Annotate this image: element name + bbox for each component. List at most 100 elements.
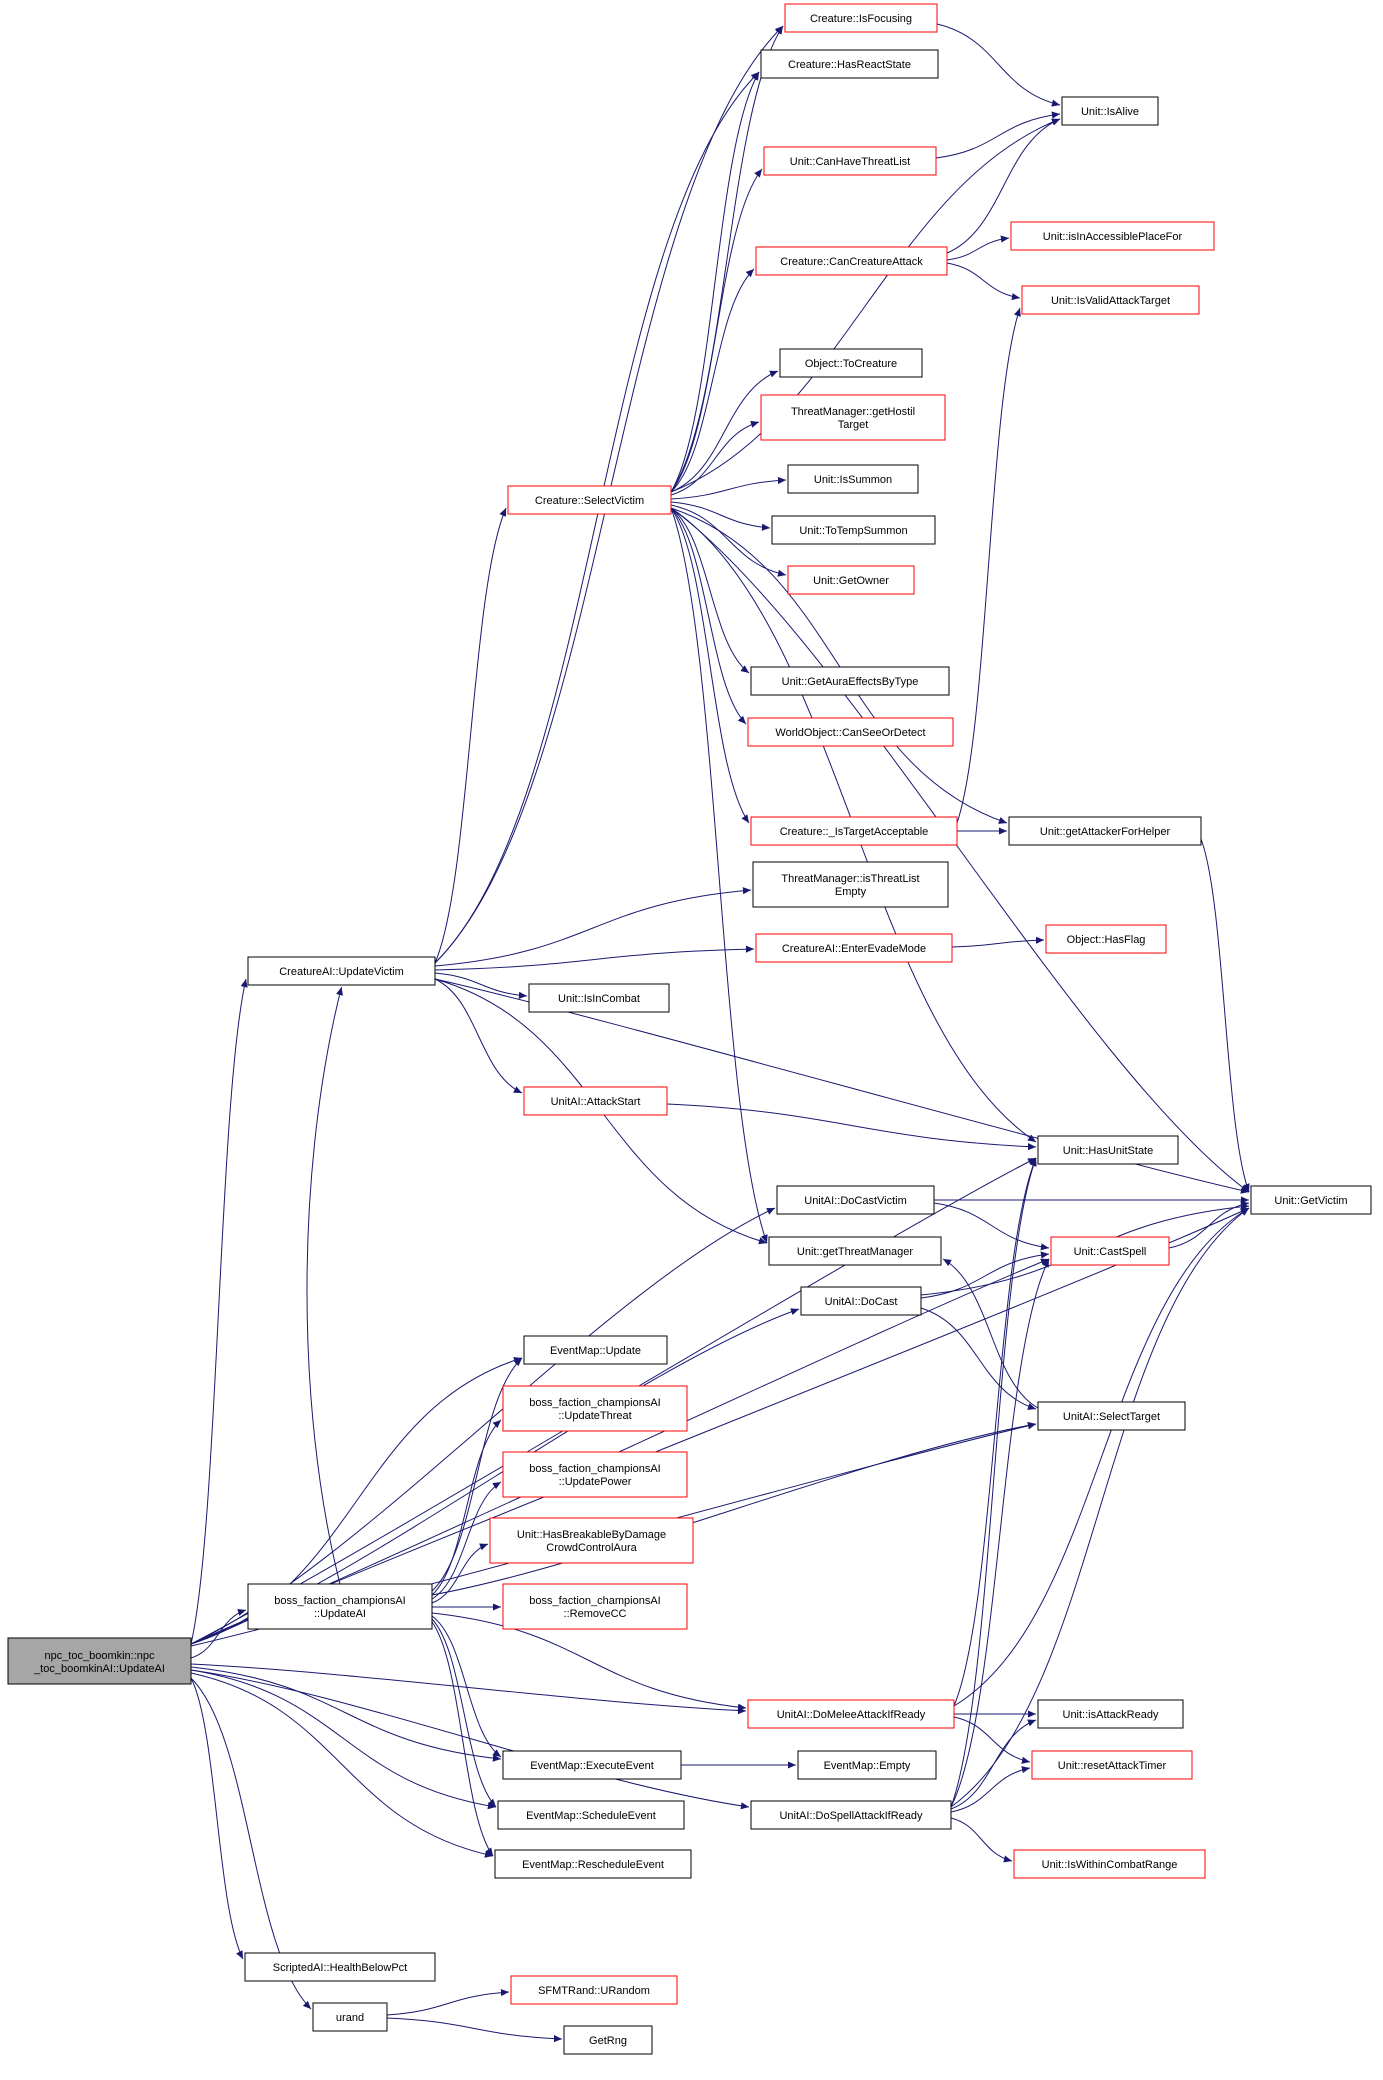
node-schedule_event[interactable]: EventMap::ScheduleEvent	[497, 1800, 685, 1830]
node-boss_update_ai[interactable]: boss_faction_championsAI::UpdateAI	[247, 1583, 433, 1630]
node-event_empty[interactable]: EventMap::Empty	[797, 1750, 937, 1780]
node-is_within_combat_range[interactable]: Unit::IsWithinCombatRange	[1013, 1849, 1206, 1879]
node-cast_spell[interactable]: Unit::CastSpell	[1050, 1236, 1170, 1266]
edge-root--execute_event	[190, 1666, 502, 1762]
node-do_spell_attack_if_ready[interactable]: UnitAI::DoSpellAttackIfReady	[750, 1800, 952, 1830]
node-is_target_acceptable[interactable]: Creature::_IsTargetAcceptable	[750, 816, 958, 846]
edge-update_victim--has_react_state	[434, 71, 760, 964]
node-get_threat_manager[interactable]: Unit::getThreatManager	[768, 1236, 942, 1266]
edge-can_creature_attack--is_in_accessible_place_for	[946, 235, 1010, 261]
edge-root--reschedule_event	[190, 1672, 494, 1858]
node-box	[787, 464, 919, 494]
edge-do_cast--select_target	[920, 1307, 1037, 1410]
node-update_threat[interactable]: boss_faction_championsAI::UpdateThreat	[502, 1385, 688, 1432]
node-enter_evade_mode[interactable]: CreatureAI::EnterEvadeMode	[755, 933, 953, 963]
node-reset_attack_timer[interactable]: Unit::resetAttackTimer	[1031, 1750, 1193, 1780]
node-label: EventMap::ScheduleEvent	[526, 1810, 656, 1822]
node-is_in_accessible_place_for[interactable]: Unit::isInAccessiblePlaceFor	[1010, 221, 1215, 251]
node-do_cast_victim[interactable]: UnitAI::DoCastVictim	[776, 1185, 935, 1215]
node-label: ScriptedAI::HealthBelowPct	[273, 1962, 408, 1974]
edge-update_victim--get_victim	[434, 978, 1250, 1194]
node-get_victim[interactable]: Unit::GetVictim	[1250, 1185, 1372, 1215]
edge-update_victim--enter_evade_mode	[434, 945, 755, 971]
node-box	[1250, 1185, 1372, 1215]
node-is_summon[interactable]: Unit::IsSummon	[787, 464, 919, 494]
node-label: CreatureAI::EnterEvadeMode	[782, 943, 926, 955]
node-label: Unit::CastSpell	[1074, 1246, 1147, 1258]
node-box	[750, 666, 950, 696]
node-to_temp_summon[interactable]: Unit::ToTempSummon	[771, 515, 936, 545]
node-update_power[interactable]: boss_faction_championsAI::UpdatePower	[502, 1451, 688, 1498]
node-box	[247, 1583, 433, 1630]
node-label: Unit::getAttackerForHelper	[1040, 826, 1171, 838]
node-do_melee_attack_if_ready[interactable]: UnitAI::DoMeleeAttackIfReady	[747, 1699, 955, 1729]
node-urand[interactable]: urand	[312, 2002, 388, 2032]
edge-is_focusing--is_alive	[936, 23, 1061, 107]
node-box	[510, 1975, 678, 2005]
node-label: Object::HasFlag	[1067, 934, 1146, 946]
edge-do_spell_attack_if_ready--has_unit_state	[950, 1157, 1037, 1808]
node-select_victim[interactable]: Creature::SelectVictim	[507, 485, 672, 515]
node-box	[523, 1335, 668, 1365]
edge-boss_update_ai--do_melee_attack_if_ready	[431, 1612, 747, 1711]
node-has_unit_state[interactable]: Unit::HasUnitState	[1037, 1135, 1179, 1165]
node-execute_event[interactable]: EventMap::ExecuteEvent	[502, 1750, 682, 1780]
node-label: Unit::isInAccessiblePlaceFor	[1043, 231, 1183, 243]
edge-do_spell_attack_if_ready--cast_spell	[950, 1258, 1050, 1808]
node-has_react_state[interactable]: Creature::HasReactState	[760, 49, 939, 79]
node-select_target[interactable]: UnitAI::SelectTarget	[1037, 1401, 1186, 1431]
node-is_focusing[interactable]: Creature::IsFocusing	[784, 3, 938, 33]
node-is_alive[interactable]: Unit::IsAlive	[1061, 96, 1159, 126]
edge-update_victim--select_victim	[434, 507, 507, 964]
node-box	[312, 2002, 388, 2032]
node-is_attack_ready[interactable]: Unit::isAttackReady	[1037, 1699, 1184, 1729]
node-label: Unit::CanHaveThreatList	[790, 156, 910, 168]
node-reschedule_event[interactable]: EventMap::RescheduleEvent	[494, 1849, 692, 1879]
node-label: UnitAI::DoCastVictim	[804, 1195, 907, 1207]
edge-boss_update_ai--select_target	[431, 1421, 1037, 1596]
edge-urand--sfmt_urandom	[386, 1988, 510, 2016]
node-box	[7, 1637, 192, 1685]
node-get_rng[interactable]: GetRng	[563, 2025, 653, 2055]
node-has_flag[interactable]: Object::HasFlag	[1045, 924, 1167, 954]
node-get_owner[interactable]: Unit::GetOwner	[787, 565, 915, 595]
node-get_aura_effects_by_type[interactable]: Unit::GetAuraEffectsByType	[750, 666, 950, 696]
node-box	[1037, 1135, 1179, 1165]
node-label: boss_faction_championsAI::RemoveCC	[529, 1595, 660, 1620]
edge-boss_update_ai--update_power	[431, 1481, 502, 1600]
node-get_attacker_for_helper[interactable]: Unit::getAttackerForHelper	[1008, 816, 1202, 846]
node-label: EventMap::Update	[550, 1345, 641, 1357]
node-is_in_combat[interactable]: Unit::IsInCombat	[528, 983, 670, 1013]
node-can_creature_attack[interactable]: Creature::CanCreatureAttack	[755, 246, 948, 276]
edge-boss_update_ai--schedule_event	[431, 1618, 497, 1808]
node-sfmt_urandom[interactable]: SFMTRand::URandom	[510, 1975, 678, 2005]
node-box	[502, 1750, 682, 1780]
node-label: Creature::CanCreatureAttack	[780, 256, 923, 268]
node-remove_cc[interactable]: boss_faction_championsAI::RemoveCC	[502, 1583, 688, 1630]
node-can_have_threat_list[interactable]: Unit::CanHaveThreatList	[763, 146, 937, 176]
node-box	[750, 1800, 952, 1830]
node-is_valid_attack_target[interactable]: Unit::IsValidAttackTarget	[1021, 285, 1200, 315]
node-box	[760, 49, 939, 79]
node-do_cast[interactable]: UnitAI::DoCast	[800, 1286, 922, 1316]
node-box	[502, 1583, 688, 1630]
node-box	[563, 2025, 653, 2055]
node-box	[750, 816, 958, 846]
node-event_update[interactable]: EventMap::Update	[523, 1335, 668, 1365]
node-can_see_or_detect[interactable]: WorldObject::CanSeeOrDetect	[747, 717, 954, 747]
node-to_creature[interactable]: Object::ToCreature	[779, 348, 923, 378]
node-label: Unit::getThreatManager	[797, 1246, 914, 1258]
node-box	[1050, 1236, 1170, 1266]
node-update_victim[interactable]: CreatureAI::UpdateVictim	[247, 956, 436, 986]
node-health_below_pct[interactable]: ScriptedAI::HealthBelowPct	[244, 1952, 436, 1982]
node-label: WorldObject::CanSeeOrDetect	[775, 727, 925, 739]
node-box	[1031, 1750, 1193, 1780]
node-box	[247, 956, 436, 986]
node-attack_start[interactable]: UnitAI::AttackStart	[523, 1086, 668, 1116]
node-label: Unit::ToTempSummon	[799, 525, 907, 537]
